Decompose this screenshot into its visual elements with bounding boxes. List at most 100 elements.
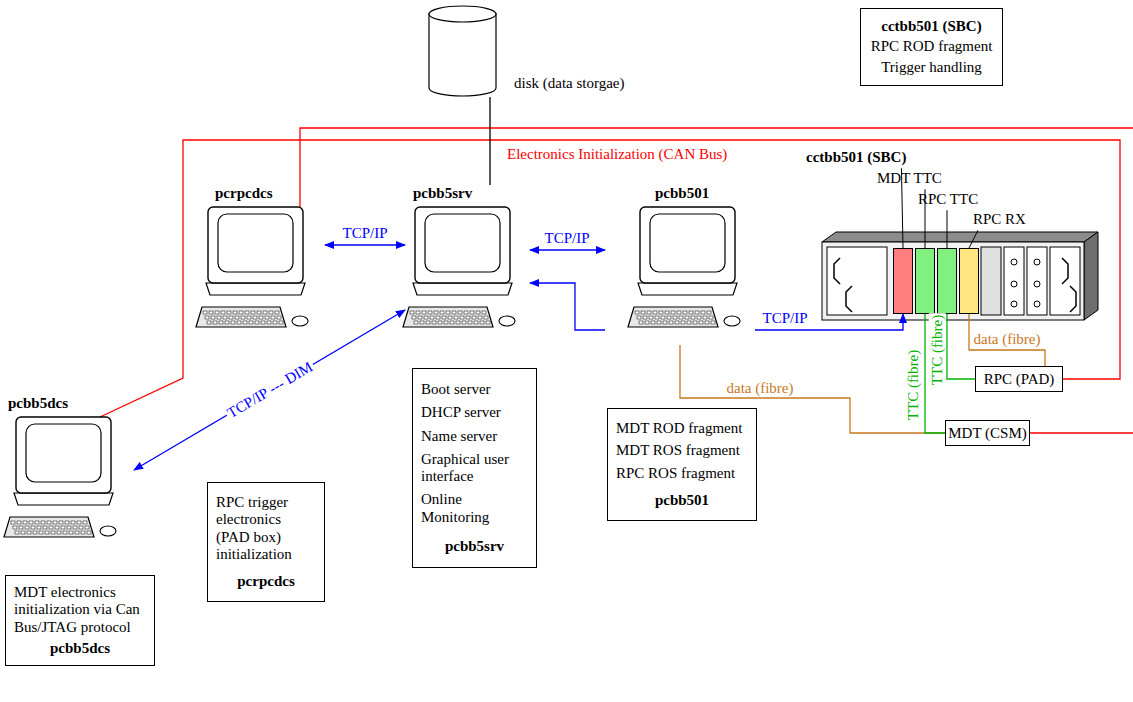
keyboard-keys — [635, 311, 715, 324]
node-label: RPC TTC — [918, 191, 978, 208]
key — [709, 316, 713, 319]
monitor — [208, 207, 303, 283]
key — [693, 321, 697, 324]
monitor-screen — [425, 214, 500, 272]
connector-label: data (fibre) — [724, 380, 795, 397]
description-text: Graphical user interface — [421, 451, 528, 486]
description-text: Online Monitoring — [421, 491, 528, 526]
key — [412, 316, 416, 319]
description-text: pcbb5srv — [421, 538, 528, 555]
key — [476, 311, 480, 314]
computer: pcbb501 — [605, 185, 755, 345]
key — [464, 311, 468, 314]
key — [645, 321, 649, 324]
description-text: Name server — [421, 428, 528, 445]
key — [649, 316, 653, 319]
key — [219, 321, 223, 324]
disk-body — [429, 13, 496, 96]
key — [255, 321, 259, 324]
key — [484, 316, 488, 319]
key — [661, 316, 665, 319]
crate-card: cctbb501 (SBC) — [893, 248, 913, 314]
key — [711, 321, 715, 324]
key — [430, 316, 434, 319]
computer-illustration — [4, 395, 134, 555]
key — [53, 521, 57, 524]
key — [29, 521, 33, 524]
description-text: pcrpcdcs — [216, 573, 316, 590]
key — [450, 321, 454, 324]
key — [267, 321, 271, 324]
description-text: DHCP server — [421, 404, 528, 421]
panel-screw — [1034, 281, 1040, 287]
key — [410, 311, 414, 314]
note-box: cctbb501 (SBC)RPC ROD fragmentTrigger ha… — [860, 8, 1003, 86]
key — [231, 321, 235, 324]
computer-illustration — [405, 185, 530, 345]
keyboard — [628, 307, 718, 327]
description-text: Boot server — [421, 381, 528, 398]
description-box: RPC trigger electronics (PAD box) initia… — [207, 482, 325, 602]
key — [667, 316, 671, 319]
key — [695, 311, 699, 314]
key — [677, 311, 681, 314]
key — [61, 526, 65, 529]
key — [41, 521, 45, 524]
key — [462, 321, 466, 324]
key — [15, 531, 19, 534]
key — [13, 526, 17, 529]
bus-label: Electronics Initialization (CAN Bus) — [505, 146, 729, 163]
key — [57, 531, 61, 534]
keyboard-keys — [410, 311, 490, 324]
connector — [947, 314, 975, 379]
keyboard — [403, 307, 493, 327]
key — [33, 531, 37, 534]
module-box: RPC (PAD) — [975, 366, 1063, 392]
key — [689, 311, 693, 314]
monitor — [640, 207, 735, 283]
connector-label: TTC (fibre) — [929, 313, 946, 387]
disk-storage: disk (data storgae) — [428, 5, 497, 97]
computer: pcrpcdcs — [200, 185, 325, 345]
connector-label: TCP/IP — [760, 310, 809, 327]
key — [233, 311, 237, 314]
key — [81, 531, 85, 534]
computer: pcbb5srv — [405, 185, 530, 345]
description-text: RPC trigger electronics (PAD box) initia… — [216, 494, 316, 563]
key — [466, 316, 470, 319]
crate-card: RPC RX — [959, 248, 979, 314]
keyboard-keys — [203, 311, 283, 324]
key — [211, 316, 215, 319]
key — [17, 521, 21, 524]
key — [635, 311, 639, 314]
panel-screw — [1034, 259, 1040, 265]
key — [701, 311, 705, 314]
key — [452, 311, 456, 314]
description-text: MDT ROS fragment — [616, 442, 748, 459]
key — [418, 316, 422, 319]
connector — [925, 314, 945, 433]
key — [456, 321, 460, 324]
key — [263, 311, 267, 314]
key — [639, 321, 643, 324]
node-label: pcrpcdcs — [215, 185, 273, 202]
crate-panel — [1050, 247, 1080, 315]
key — [426, 321, 430, 324]
key — [653, 311, 657, 314]
key — [69, 531, 73, 534]
key — [468, 321, 472, 324]
key — [71, 521, 75, 524]
key — [651, 321, 655, 324]
node-label: pcbb5srv — [413, 185, 472, 202]
key — [458, 311, 462, 314]
computer: pcbb5dcs — [4, 395, 134, 555]
key — [265, 316, 269, 319]
description-text: RPC ROS fragment — [616, 465, 748, 482]
blank-slot — [1004, 247, 1024, 315]
keyboard-keys — [11, 521, 91, 534]
key — [251, 311, 255, 314]
